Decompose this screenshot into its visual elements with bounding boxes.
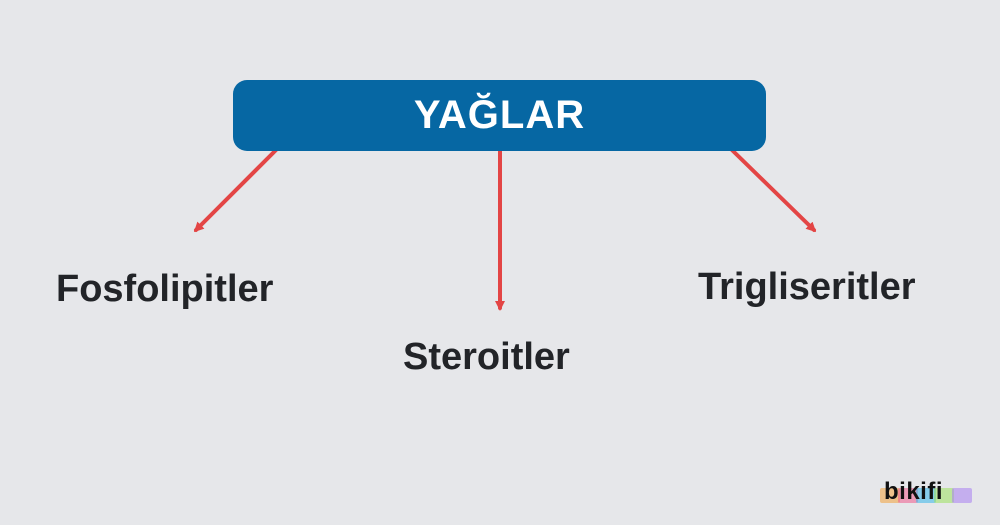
arrow-to-fosfolipitler <box>193 148 278 233</box>
logo-stripe <box>880 488 900 503</box>
brand-logo-text: bikifi <box>884 478 944 505</box>
brand-logo: bikifi <box>880 478 980 508</box>
arrow-to-trigliseritler <box>730 148 817 233</box>
child-node-steroitler: Steroitler <box>403 336 570 378</box>
root-node-label: YAĞLAR <box>413 93 586 137</box>
logo-stripe <box>916 488 936 503</box>
logo-stripe <box>952 488 972 503</box>
logo-stripe <box>898 488 918 503</box>
logo-stripe <box>934 488 954 503</box>
root-node: YAĞLAR <box>233 80 766 151</box>
child-node-fosfolipitler: Fosfolipitler <box>56 268 274 310</box>
child-node-trigliseritler: Trigliseritler <box>698 266 916 308</box>
